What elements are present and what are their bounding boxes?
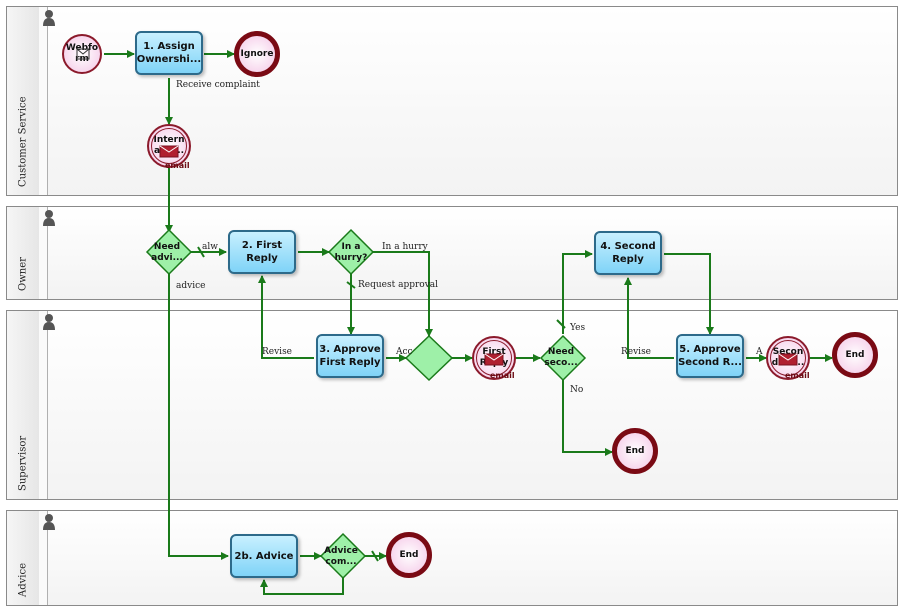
event-label: Ignore (240, 48, 274, 59)
flow-needsecond-yes (562, 250, 593, 334)
end-event-supervisor[interactable]: End (612, 428, 658, 474)
gateway-need-second[interactable] (539, 334, 587, 382)
default-flow-mark (556, 319, 566, 329)
default-flow-mark (197, 246, 205, 258)
flow-label-revise: Revise (262, 347, 293, 357)
task-second-reply[interactable]: 4. Second Reply (594, 231, 662, 275)
performer-icon (43, 514, 55, 530)
flow-approve-revise (258, 275, 314, 359)
performer-icon (43, 10, 55, 26)
task-first-reply[interactable]: 2. First Reply (228, 230, 296, 274)
flow-hurry-gateway (373, 251, 433, 337)
flow-secondreply-approve (664, 253, 714, 335)
flow-advicecomplete-loop (260, 578, 344, 595)
task-approve-second-reply[interactable]: 5. Approve Second R... (676, 334, 744, 378)
task-label: 3. Approve First Reply (319, 344, 381, 368)
lane-supervisor: Supervisor (6, 310, 898, 500)
end-event-owner[interactable]: End (832, 332, 878, 378)
envelope-outline-icon (76, 48, 90, 60)
task-label: 1. Assign Ownershi... (136, 41, 202, 65)
default-flow-mark (371, 550, 379, 562)
gateway-need-advice[interactable] (145, 228, 193, 276)
task-label: 5. Approve Second R... (678, 344, 742, 368)
flow-label-yes: Yes (570, 323, 586, 333)
lane-header: Owner (7, 207, 40, 299)
performer-icon (43, 210, 55, 226)
task-label: 4. Second Reply (600, 241, 656, 265)
task-advice[interactable]: 2b. Advice (230, 534, 298, 578)
gateway-advice-complete[interactable] (319, 532, 367, 580)
flow-needsecond-no (562, 380, 613, 456)
flow-label-approve: A (756, 347, 763, 357)
envelope-icon (484, 353, 504, 366)
flow-label-no: No (570, 385, 584, 395)
task-label: 2. First Reply (241, 240, 283, 264)
default-flow-mark (346, 281, 356, 289)
email-tag: email (785, 371, 810, 380)
flow-label-always: alw (202, 242, 218, 252)
performer-icon (43, 314, 55, 330)
gateway-label: Need seco... (544, 347, 578, 368)
gateway-label: In a hurry? (334, 242, 368, 263)
envelope-icon (778, 353, 798, 366)
lane-divider (39, 207, 48, 299)
task-assign-ownership[interactable]: 1. Assign Ownershi... (135, 31, 203, 75)
flow-label-revise-2: Revise (621, 347, 652, 357)
event-label: End (625, 445, 645, 456)
email-tag: email (490, 371, 515, 380)
email-tag: email (165, 161, 190, 170)
end-event-ignore[interactable]: Ignore (234, 31, 280, 77)
gateway-in-hurry[interactable] (327, 228, 375, 276)
lane-divider (39, 7, 48, 195)
event-label: End (845, 349, 865, 360)
flow-needadvice-advice (168, 274, 229, 560)
lane-advice: Advice (6, 510, 898, 606)
flow-label-receive-complaint: Receive complaint (176, 80, 260, 90)
end-event-advice[interactable]: End (386, 532, 432, 578)
flow-approve2-revise (624, 277, 674, 359)
task-approve-first-reply[interactable]: 3. Approve First Reply (316, 334, 384, 378)
gateway-label: Need advi... (151, 242, 183, 263)
gateway-merge[interactable] (404, 334, 454, 382)
gateway-label: Advice com... (324, 546, 358, 567)
event-label: End (399, 549, 419, 560)
lane-divider (39, 311, 48, 499)
envelope-icon (159, 145, 179, 158)
flow-label-request-approval: Request approval (358, 280, 439, 290)
lane-divider (39, 511, 48, 605)
flow-label-in-a-hurry: In a hurry (382, 242, 428, 252)
flow-label-advice: advice (176, 281, 206, 291)
task-label: 2b. Advice (234, 550, 294, 562)
start-event-webform[interactable]: Webfo rm (62, 34, 102, 74)
lane-header: Customer Service (7, 7, 40, 195)
flow-label-accept: Acc (396, 347, 413, 357)
